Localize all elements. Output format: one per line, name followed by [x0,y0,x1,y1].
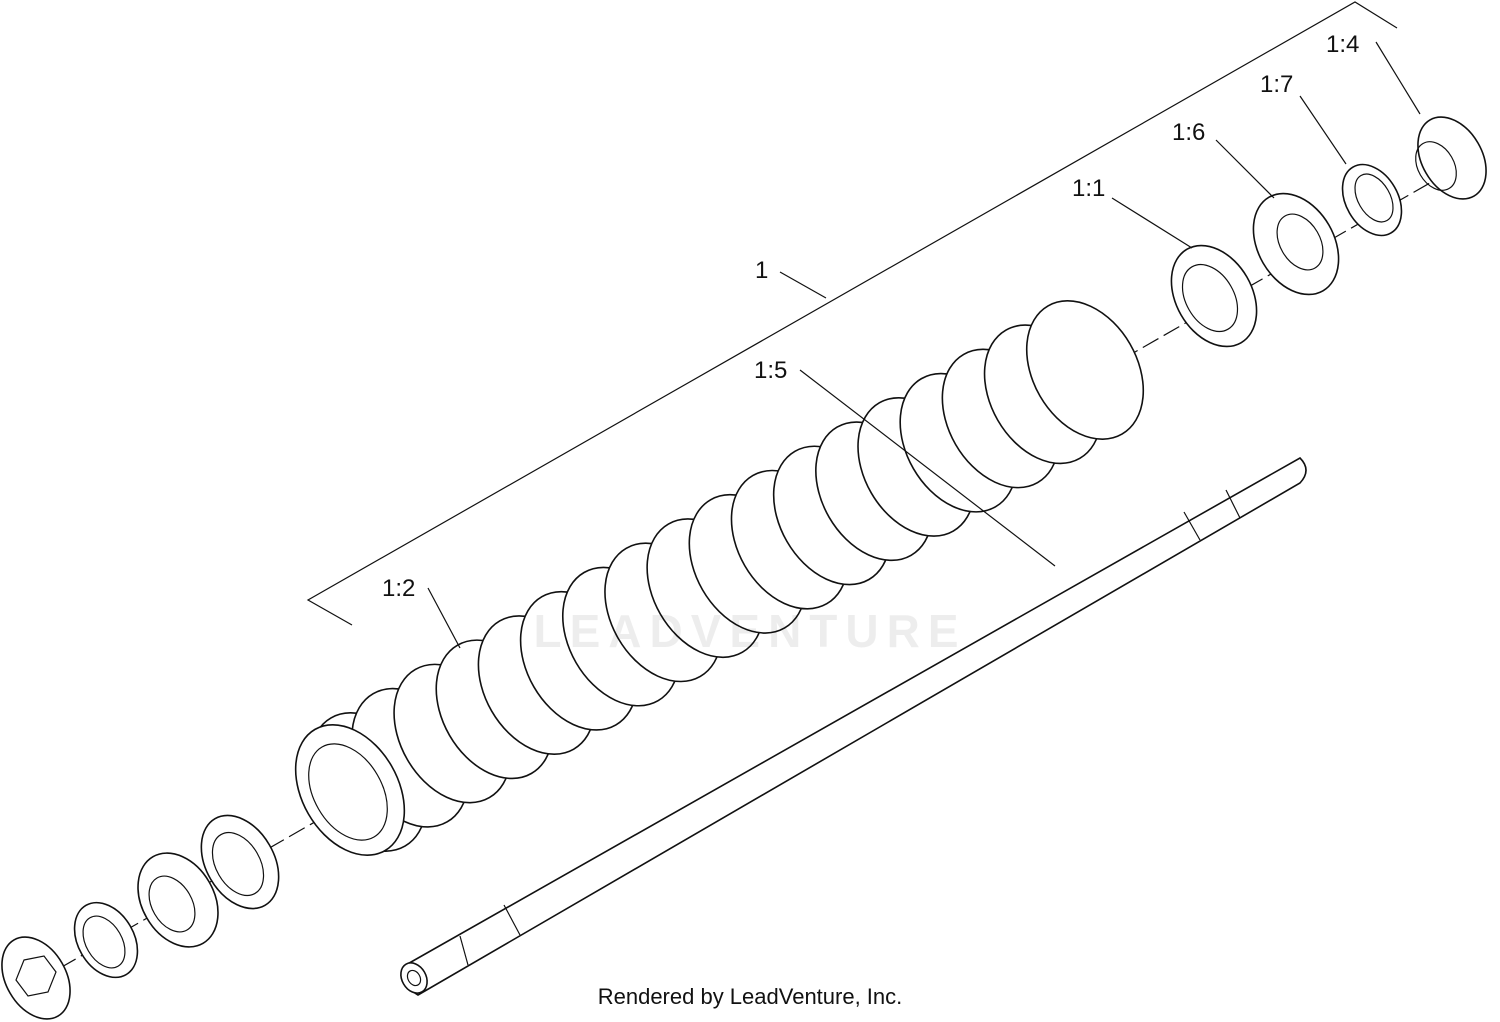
spacer-right-part [1415,116,1487,200]
callout-shaft: 1:5 [754,357,787,384]
roller-body-part [294,300,1145,856]
washer-left-part [137,852,219,948]
callout-washer-right: 1:6 [1172,119,1205,146]
seal-left-part [73,901,139,979]
leader-lines [427,41,1421,649]
bearing-right-part [1170,244,1258,348]
callout-roller-body: 1:2 [382,575,415,602]
callout-spacer-right: 1:4 [1326,31,1359,58]
roller-bore [308,743,388,841]
watermark: LEADVENTURE [533,605,967,657]
roller-rib [1025,300,1145,440]
assembly-bracket [306,1,1398,626]
roller-end-cap [294,724,406,856]
callout-assembly: 1 [755,257,768,284]
callout-bearing: 1:1 [1072,175,1105,202]
footer-credit: Rendered by LeadVenture, Inc. [597,984,903,1009]
washer-right-part [1252,192,1340,296]
callout-seal-right: 1:7 [1260,71,1293,98]
shaft-part [400,457,1307,996]
nut-left-part [1,936,71,1020]
bearing-left-part [200,814,280,910]
seal-right-part [1341,163,1403,237]
